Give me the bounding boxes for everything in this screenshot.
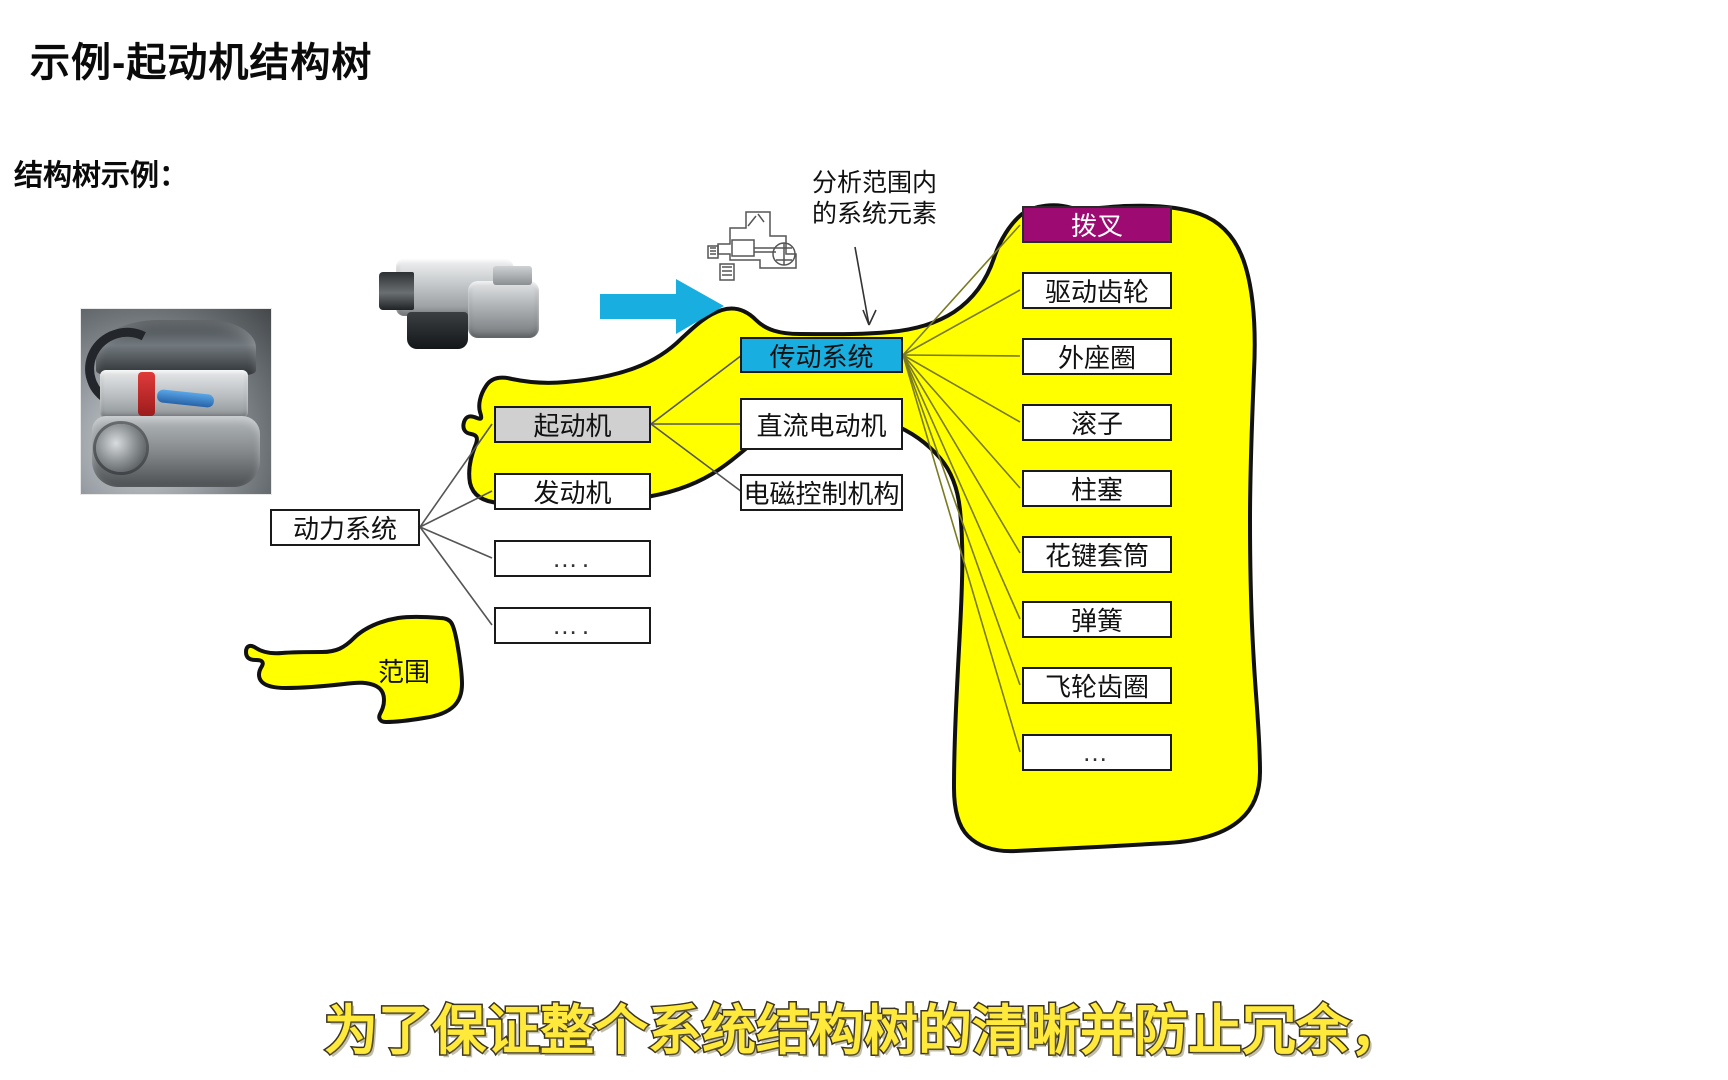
node-spline-sleeve[interactable]: 花键套筒 bbox=[1022, 536, 1172, 573]
node-transmission-system[interactable]: 传动系统 bbox=[740, 337, 903, 373]
node-engine[interactable]: 发动机 bbox=[494, 473, 651, 510]
node-plunger[interactable]: 柱塞 bbox=[1022, 470, 1172, 507]
starter-line-drawing-icon bbox=[707, 211, 797, 281]
node-power-system[interactable]: 动力系统 bbox=[270, 509, 420, 546]
node-placeholder-3[interactable]: … bbox=[1022, 734, 1172, 771]
scope-note-label: 分析范围内 的系统元素 bbox=[812, 169, 938, 228]
starter-motor-photo bbox=[368, 248, 546, 358]
node-electromagnetic-control[interactable]: 电磁控制机构 bbox=[740, 474, 903, 511]
scope-legend-label: 范围 bbox=[378, 657, 431, 687]
node-placeholder-2[interactable]: …. bbox=[494, 607, 651, 644]
node-flywheel-ring-gear[interactable]: 飞轮齿圈 bbox=[1022, 667, 1172, 704]
node-spring[interactable]: 弹簧 bbox=[1022, 601, 1172, 638]
right-arrow-icon bbox=[600, 279, 724, 334]
node-roller[interactable]: 滚子 bbox=[1022, 404, 1172, 441]
scope-note-leader bbox=[854, 246, 877, 326]
node-dc-motor[interactable]: 直流电动机 bbox=[740, 398, 903, 450]
connectors-level2 bbox=[419, 423, 493, 626]
section-label: 结构树示例： bbox=[14, 160, 189, 192]
engine-photo bbox=[80, 308, 272, 495]
scope-legend-shape bbox=[244, 614, 464, 724]
node-shift-fork[interactable]: 拨叉 bbox=[1022, 206, 1172, 243]
node-starter-motor[interactable]: 起动机 bbox=[494, 406, 651, 443]
node-drive-gear[interactable]: 驱动齿轮 bbox=[1022, 272, 1172, 309]
bottom-caption: 为了保证整个系统结构树的清晰并防止冗余， bbox=[323, 1000, 1406, 1063]
node-placeholder-1[interactable]: …. bbox=[494, 540, 651, 577]
page-title: 示例-起动机结构树 bbox=[30, 41, 373, 85]
node-outer-race[interactable]: 外座圈 bbox=[1022, 338, 1172, 375]
fan-connectors-level4 bbox=[902, 224, 1021, 753]
connectors-level3 bbox=[650, 354, 743, 493]
